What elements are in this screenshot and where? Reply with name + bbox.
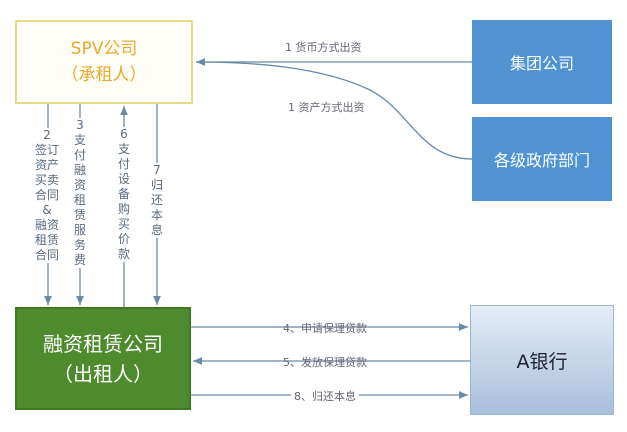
spv-role: （承租人） (61, 65, 147, 85)
label-1a: 1 货币方式出资 (285, 41, 362, 54)
label-4: 4、申请保理贷款 (283, 322, 367, 335)
group-company-node: 集团公司 (472, 20, 612, 104)
label-2-num: 2 (43, 128, 51, 142)
leasing-company-node: 融资租赁公司 （出租人） (15, 307, 191, 410)
label-2-amp: & (42, 203, 52, 217)
label-7: 7归还本息 (150, 163, 164, 238)
arrow-gov-to-spv (195, 61, 473, 160)
spv-name: SPV公司 (70, 39, 138, 59)
label-2-text: 签订资产买卖合同 (34, 143, 59, 202)
label-3: 3支付融资租赁服务费 (73, 118, 87, 268)
label-5: 5、发放保理贷款 (283, 356, 367, 369)
bank-node: A银行 (470, 305, 614, 415)
label-1b: 1 资产方式出资 (288, 101, 365, 114)
lessor-name: 融资租赁公司 (43, 331, 163, 356)
government-node: 各级政府部门 (472, 117, 612, 201)
label-2-text2: 融资租赁合同 (34, 218, 59, 262)
label-8: 8、归还本息 (291, 388, 359, 404)
spv-company-node: SPV公司 （承租人） (15, 20, 193, 104)
label-2: 2 签订资产买卖合同 & 融资租赁合同 (32, 128, 62, 263)
lessor-role: （出租人） (53, 361, 153, 386)
label-6: 6支付设备购买价款 (117, 127, 131, 262)
